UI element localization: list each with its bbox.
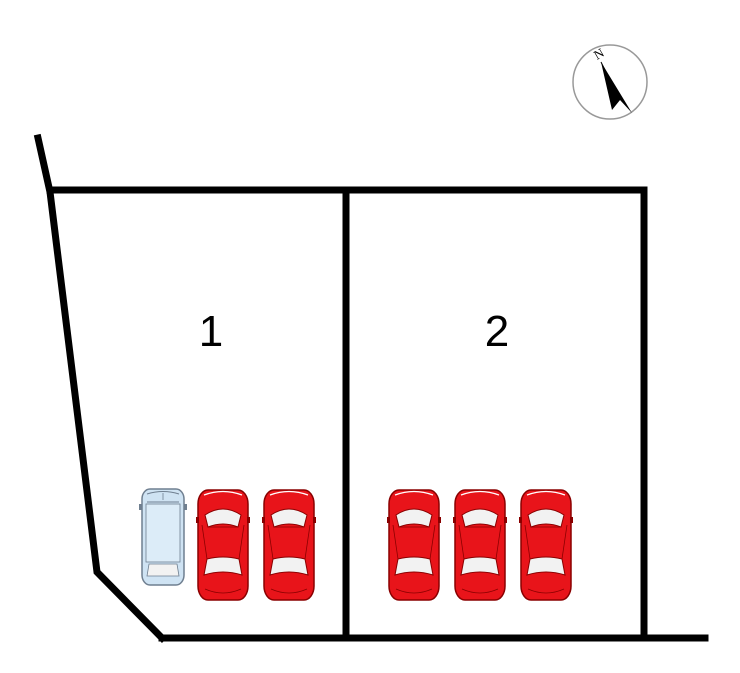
lot-2-label: 2 bbox=[485, 307, 509, 356]
lot-2-parking bbox=[386, 489, 574, 601]
car-icon bbox=[195, 489, 251, 601]
site-boundary bbox=[33, 133, 709, 643]
lot-1-parking bbox=[138, 488, 317, 601]
compass: N bbox=[572, 44, 648, 120]
lot-1-label: 1 bbox=[199, 307, 223, 356]
car-icon bbox=[452, 489, 508, 601]
car-icon bbox=[518, 489, 574, 601]
west-boundary-line bbox=[33, 133, 167, 643]
north-arrow-icon bbox=[601, 62, 632, 113]
minivan-icon bbox=[138, 488, 188, 586]
car-icon bbox=[261, 489, 317, 601]
car-icon bbox=[386, 489, 442, 601]
north-boundary-line bbox=[46, 186, 648, 642]
